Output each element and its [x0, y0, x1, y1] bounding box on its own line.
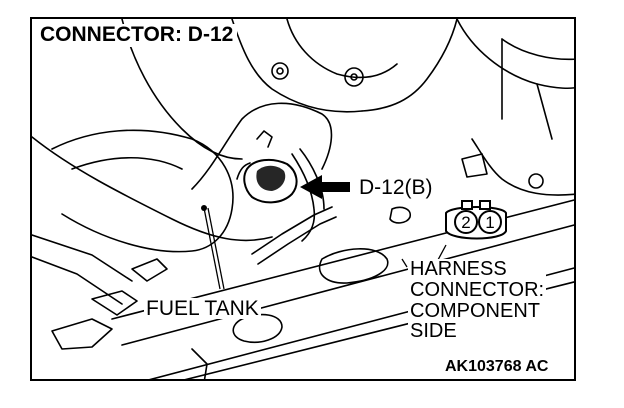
pin-1-label: 1 [485, 213, 495, 232]
harness-connector-label: HARNESS CONNECTOR: COMPONENT SIDE [408, 258, 547, 343]
fuel-tank-label: FUEL TANK [144, 297, 261, 320]
diagram-frame: 2 1 CONNECTOR: D-12 D-12(B) FUEL TANK HA… [30, 17, 576, 381]
connector-title: CONNECTOR: D-12 [38, 24, 238, 47]
figure-code: AK103768 AC [445, 358, 549, 375]
vehicle-underbody-drawing [32, 19, 574, 379]
harness-label-line-2: CONNECTOR: [410, 278, 545, 301]
harness-label-line-1: HARNESS [410, 258, 507, 280]
harness-label-line-4: SIDE [410, 320, 457, 343]
pin-2-label: 2 [461, 213, 471, 232]
harness-label-line-3: COMPONENT [410, 299, 540, 322]
connector-callout-label: D-12(B) [359, 176, 433, 199]
